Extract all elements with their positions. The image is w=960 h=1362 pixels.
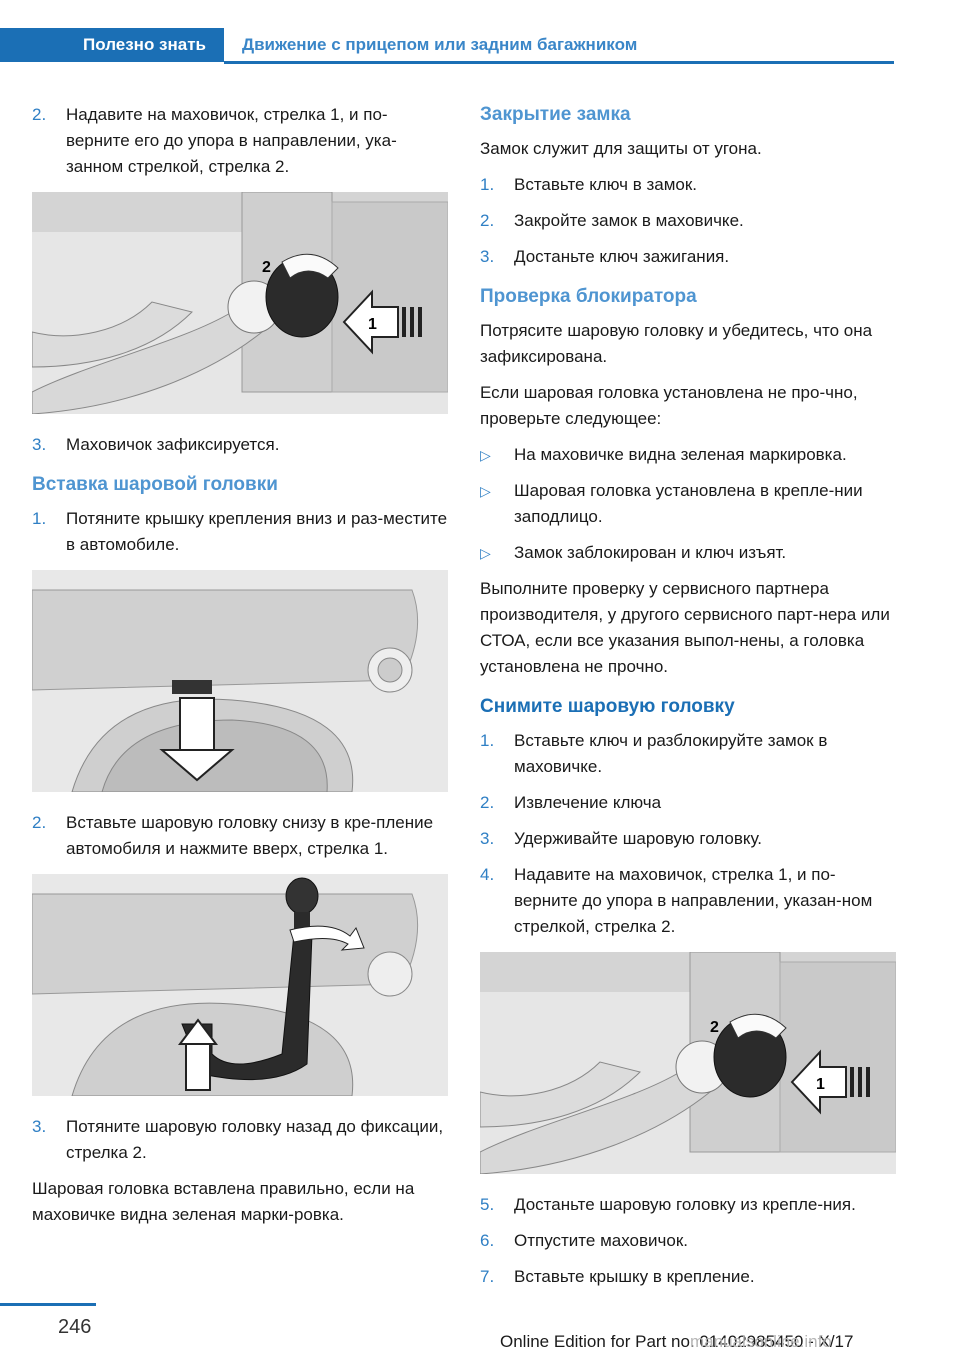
step-text: Вставьте шаровую головку снизу в кре-пле…: [66, 813, 434, 858]
list-item: 2. Извлечение ключа: [480, 790, 896, 816]
step-text: Вставьте крышку в крепление.: [514, 1267, 755, 1286]
step-text: Достаньте шаровую головку из крепле-ния.: [514, 1195, 856, 1214]
figure-handwheel-rotate: 1 2: [32, 192, 448, 414]
step-number: 2.: [32, 105, 47, 124]
step-number: 4.: [480, 865, 495, 884]
figure-handwheel-release: 1 2: [480, 952, 896, 1174]
step-text: Удерживайте шаровую головку.: [514, 829, 763, 848]
list-item: 7. Вставьте крышку в крепление.: [480, 1264, 896, 1290]
figure-label-1: 1: [816, 1076, 825, 1093]
step-text: Закройте замок в маховичке.: [514, 211, 744, 230]
list-item: 2. Закройте замок в маховичке.: [480, 208, 896, 234]
step-text: Отпустите маховичок.: [514, 1231, 688, 1250]
figure-cover-down: [32, 570, 448, 792]
section-heading-lock: Закрытие замка: [480, 104, 631, 125]
step-number: 6.: [480, 1231, 495, 1250]
bullet-text: Шаровая головка установлена в крепле-нии…: [514, 481, 863, 526]
list-item: 3. Удерживайте шаровую головку.: [480, 826, 896, 852]
list-item: ▷ Замок заблокирован и ключ изъят.: [480, 540, 896, 566]
left-column: 2. Надавите на маховичок, стрелка 1, и п…: [32, 102, 448, 1238]
check-paragraph-2: Если шаровая головка установлена не про-…: [480, 383, 858, 428]
list-item: 3. Достаньте ключ зажигания.: [480, 244, 896, 270]
header-rule: [224, 61, 894, 64]
list-item: 3. Потяните шаровую головку назад до фик…: [32, 1114, 448, 1166]
step-number: 5.: [480, 1195, 495, 1214]
list-item: 5. Достаньте шаровую головку из крепле-н…: [480, 1192, 896, 1218]
header-breadcrumb[interactable]: Движение с прицепом или задним багажнико…: [242, 35, 638, 54]
step-text: Вставьте ключ и разблокируйте замок в ма…: [514, 731, 828, 776]
list-item: 4. Надавите на маховичок, стрелка 1, и п…: [480, 862, 896, 940]
list-item: ▷ Шаровая головка установлена в крепле-н…: [480, 478, 896, 530]
check-paragraph-3: Выполните проверку у сервисного партнера…: [480, 579, 890, 676]
figure-label-2: 2: [262, 259, 271, 276]
bullet-triangle-icon: ▷: [480, 483, 491, 499]
header-section-tab[interactable]: Полезно знать: [0, 28, 224, 62]
list-item: 1. Вставьте ключ в замок.: [480, 172, 896, 198]
step-text: Потяните шаровую головку назад до фиксац…: [66, 1117, 444, 1162]
lock-intro: Замок служит для защиты от угона.: [480, 139, 762, 158]
step-number: 3.: [480, 247, 495, 266]
step-number: 7.: [480, 1267, 495, 1286]
step-text: Извлечение ключа: [514, 793, 662, 812]
step-text: Потяните крышку крепления вниз и раз-мес…: [66, 509, 448, 554]
step-number: 3.: [32, 435, 47, 454]
check-paragraph-1: Потрясите шаровую головку и убедитесь, ч…: [480, 321, 873, 366]
step-number: 1.: [480, 175, 495, 194]
bullet-text: На маховичке видна зеленая маркировка.: [514, 445, 847, 464]
step-number: 1.: [32, 509, 47, 528]
step-number: 2.: [480, 793, 495, 812]
section-heading-check: Проверка блокиратора: [480, 286, 697, 307]
list-item: 1. Вставьте ключ и разблокируйте замок в…: [480, 728, 896, 780]
page-number: 246: [58, 1316, 92, 1338]
figure-label-1: 1: [368, 316, 377, 333]
footer-rule: [0, 1303, 96, 1306]
step-number: 1.: [480, 731, 495, 750]
step-text: Вставьте ключ в замок.: [514, 175, 698, 194]
step-number: 3.: [32, 1117, 47, 1136]
figure-label-2: 2: [710, 1019, 719, 1036]
list-item: 3. Маховичок зафиксируется.: [32, 432, 448, 458]
list-item: 2. Надавите на маховичок, стрелка 1, и п…: [32, 102, 448, 180]
watermark: manualsonline.info: [690, 1332, 832, 1351]
edition-note: Online Edition for Part no. 01402985450 …: [500, 1332, 854, 1351]
list-item: 2. Вставьте шаровую головку снизу в кре-…: [32, 810, 448, 862]
step-text: Маховичок зафиксируется.: [66, 435, 280, 454]
right-column: Закрытие замка Замок служит для защиты о…: [480, 102, 896, 1300]
bullet-triangle-icon: ▷: [480, 545, 491, 561]
section-heading-insert: Вставка шаровой головки: [32, 474, 278, 495]
list-item: 1. Потяните крышку крепления вниз и раз-…: [32, 506, 448, 558]
step-text: Надавите на маховичок, стрелка 1, и по-в…: [66, 105, 397, 176]
step-text: Достаньте ключ зажигания.: [514, 247, 730, 266]
list-item: 6. Отпустите маховичок.: [480, 1228, 896, 1254]
section-heading-remove: Снимите шаровую головку: [480, 696, 735, 717]
step-number: 2.: [480, 211, 495, 230]
list-item: ▷ На маховичке видна зеленая маркировка.: [480, 442, 896, 468]
step-number: 3.: [480, 829, 495, 848]
insert-note: Шаровая головка вставлена правильно, есл…: [32, 1179, 415, 1224]
bullet-text: Замок заблокирован и ключ изъят.: [514, 543, 787, 562]
step-number: 2.: [32, 813, 47, 832]
figure-insert-ball: [32, 874, 448, 1096]
step-text: Надавите на маховичок, стрелка 1, и по-в…: [514, 865, 873, 936]
bullet-triangle-icon: ▷: [480, 447, 491, 463]
